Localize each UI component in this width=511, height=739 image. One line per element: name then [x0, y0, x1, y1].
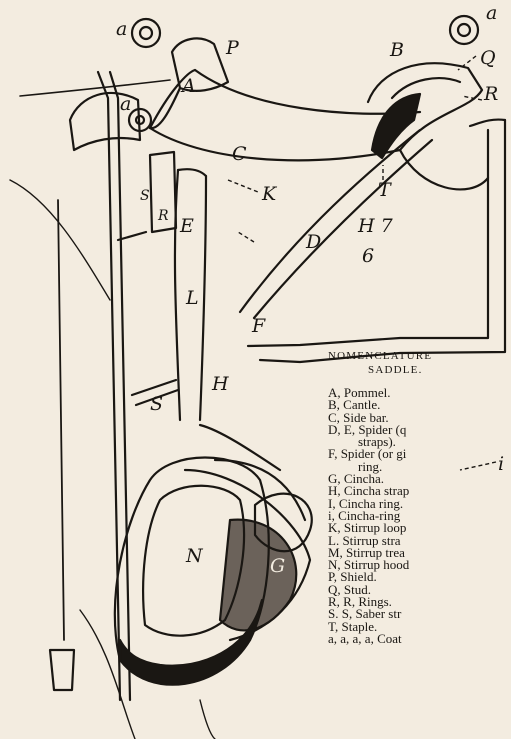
legend-title: NOMENCLATURE SADDLE.: [328, 349, 511, 377]
nomenclature-legend: NOMENCLATURE SADDLE. A, Pommel. B, Cantl…: [328, 349, 511, 645]
callout-r: R: [483, 83, 498, 105]
callout-l: L: [185, 287, 199, 309]
legend-title-line1: NOMENCLATURE: [328, 350, 432, 362]
callout-p: P: [225, 37, 240, 59]
legend-row: F, Spider (or gi: [328, 448, 511, 460]
callout-a-top-right: a: [486, 2, 497, 24]
callout-s-left: S: [140, 188, 150, 204]
coat-strap-rolls: [129, 16, 478, 131]
cloth-marking-line1: H 7: [357, 215, 394, 237]
saddle-blanket: [248, 120, 505, 362]
saber-strap: [132, 152, 178, 405]
callout-a: A: [180, 75, 196, 97]
legend-list: A, Pommel. B, Cantle. C, Side bar. D, E,…: [328, 387, 511, 645]
callout-k: K: [261, 183, 278, 205]
saber: [50, 72, 146, 700]
callout-c: C: [232, 143, 247, 165]
callout-q: Q: [480, 47, 496, 69]
callout-d: D: [305, 231, 321, 253]
callout-m: M: [157, 595, 178, 617]
callout-t: T: [378, 179, 392, 201]
legend-row: D, E, Spider (q: [328, 424, 511, 436]
callout-a-mid: a: [120, 93, 131, 115]
callout-n: N: [185, 545, 204, 567]
legend-row: a, a, a, a, Coat: [328, 633, 511, 645]
legend-title-line2: SADDLE.: [328, 363, 511, 377]
callout-g: G: [270, 555, 285, 577]
callout-f: F: [251, 315, 266, 337]
callout-a-top-left: a: [116, 18, 127, 40]
cloth-marking-line2: 6: [362, 245, 374, 267]
callout-e: E: [179, 215, 194, 237]
callout-h: H: [211, 373, 229, 395]
callout-r-left: R: [157, 208, 169, 224]
callout-s: S: [150, 393, 163, 415]
callout-b: B: [389, 39, 404, 61]
